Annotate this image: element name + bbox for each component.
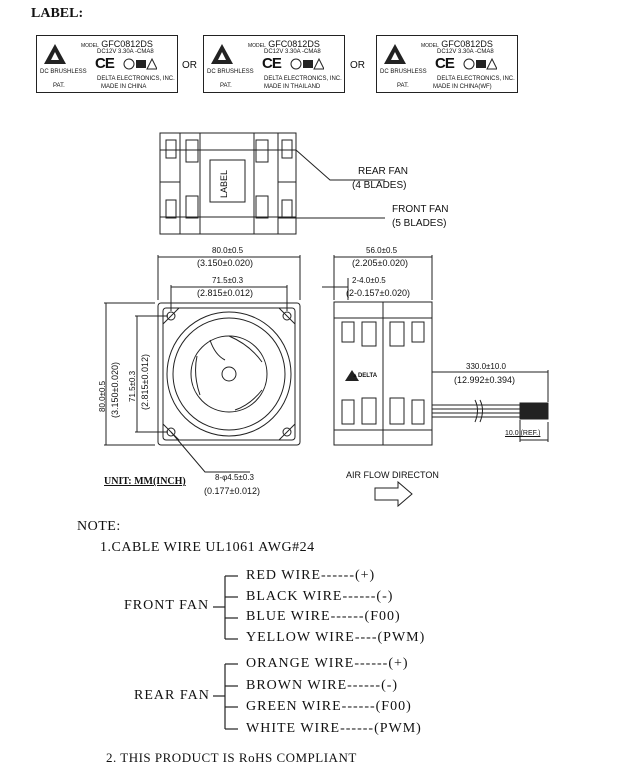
cert-marks-icon (463, 57, 497, 70)
label-model-prefix: MODEL (81, 43, 99, 49)
dim-hole-span-mm: 71.5±0.3 (212, 276, 244, 285)
label-spec: DC12V 3.30A -CMA8 (97, 49, 154, 55)
or-text: OR (350, 60, 365, 71)
dim-flange-mm: 2-4.0±0.5 (352, 276, 386, 285)
dim-height-in: (3.150±0.020) (110, 362, 120, 418)
dim-width-mm: 80.0±0.5 (212, 246, 244, 255)
side-view (322, 255, 549, 508)
label-model: GFC0812DS (441, 39, 493, 49)
front-fan-group-label: FRONT FAN (124, 598, 210, 613)
dim-ref: 10.0 (REF.) (505, 430, 541, 437)
delta-triangle-icon (384, 44, 406, 64)
dim-width-in: (3.150±0.020) (197, 258, 253, 268)
label-heading: LABEL: (31, 6, 84, 21)
dim-cable-mm: 330.0±10.0 (466, 362, 506, 371)
note-item-1: 1.CABLE WIRE UL1061 AWG#24 (100, 540, 315, 555)
front-wire-2: BLACK WIRE------(-) (246, 589, 394, 604)
dim-flange-in: (2-0.157±0.020) (346, 288, 410, 298)
rear-fan-bracket (213, 663, 238, 730)
label-brand: DC BRUSHLESS (380, 69, 427, 75)
rear-wire-4: WHITE WIRE------(PWM) (246, 721, 422, 736)
dim-cable-in: (12.992±0.394) (454, 375, 515, 385)
label-pat: PAT. (397, 83, 409, 89)
dim-vhole-in: (2.815±0.012) (140, 354, 150, 410)
dim-vhole-mm: 71.5±0.3 (128, 370, 137, 402)
front-wire-3: BLUE WIRE------(F00) (246, 609, 401, 624)
label-company: DELTA ELECTRONICS, INC. (97, 76, 175, 82)
cert-marks-icon (123, 57, 157, 70)
label-model: GFC0812DS (268, 39, 320, 49)
airflow-label: AIR FLOW DIRECTON (346, 470, 439, 480)
dim-depth-mm: 56.0±0.5 (366, 246, 398, 255)
label-company: DELTA ELECTRONICS, INC. (437, 76, 515, 82)
label-model-prefix: MODEL (421, 43, 439, 49)
label-spec: DC12V 3.30A -CMA8 (437, 49, 494, 55)
top-view (159, 132, 385, 235)
cert-marks-icon (290, 57, 324, 70)
label-model-prefix: MODEL (248, 43, 266, 49)
delta-triangle-icon (44, 44, 66, 64)
note-title: NOTE: (77, 519, 121, 534)
side-logo: ▲DELTA (352, 373, 378, 379)
unit-label: UNIT: MM(INCH) (104, 476, 186, 487)
delta-triangle-icon (211, 44, 233, 64)
front-fan-bracket (213, 575, 238, 640)
rear-wire-1: ORANGE WIRE------(+) (246, 656, 409, 671)
label-brand: DC BRUSHLESS (40, 69, 87, 75)
dim-hole-dia-in: (0.177±0.012) (204, 486, 260, 496)
label-pat: PAT. (53, 83, 65, 89)
rear-wire-2: BROWN WIRE------(-) (246, 678, 399, 693)
ce-mark-icon: CE (95, 55, 115, 72)
front-fan-label: FRONT FAN (392, 204, 449, 215)
label-origin: MADE IN CHINA (101, 84, 147, 90)
dim-height-mm: 80.0±0.5 (98, 380, 107, 412)
label-brand: DC BRUSHLESS (207, 69, 254, 75)
dim-hole-dia-mm: 8-φ4.5±0.3 (215, 473, 254, 482)
dim-hole-span-in: (2.815±0.012) (197, 288, 253, 298)
note-item-2: 2. THIS PRODUCT IS RoHS COMPLIANT (106, 750, 357, 765)
label-origin: MADE IN CHINA(WF) (433, 84, 492, 90)
ce-mark-icon: CE (262, 55, 282, 72)
top-view-label: LABEL (219, 169, 229, 198)
rear-fan-label: REAR FAN (358, 166, 409, 177)
front-wire-1: RED WIRE------(+) (246, 568, 376, 583)
rear-blades-label: (4 BLADES) (352, 180, 407, 191)
label-spec: DC12V 3.30A -CMA8 (264, 49, 321, 55)
mechanical-drawing (104, 132, 549, 508)
label-model: GFC0812DS (101, 39, 153, 49)
rear-fan-group-label: REAR FAN (134, 688, 210, 703)
or-text: OR (182, 60, 197, 71)
front-wire-4: YELLOW WIRE----(PWM) (246, 630, 426, 645)
dim-depth-in: (2.205±0.020) (352, 258, 408, 268)
front-view (104, 255, 301, 473)
label-pat: PAT. (220, 83, 232, 89)
front-blades-label: (5 BLADES) (392, 218, 447, 229)
label-company: DELTA ELECTRONICS, INC. (264, 76, 342, 82)
delta-logo-icon (345, 370, 359, 381)
ce-mark-icon: CE (435, 55, 455, 72)
rear-wire-3: GREEN WIRE------(F00) (246, 699, 412, 714)
label-origin: MADE IN THAILAND (264, 84, 321, 90)
